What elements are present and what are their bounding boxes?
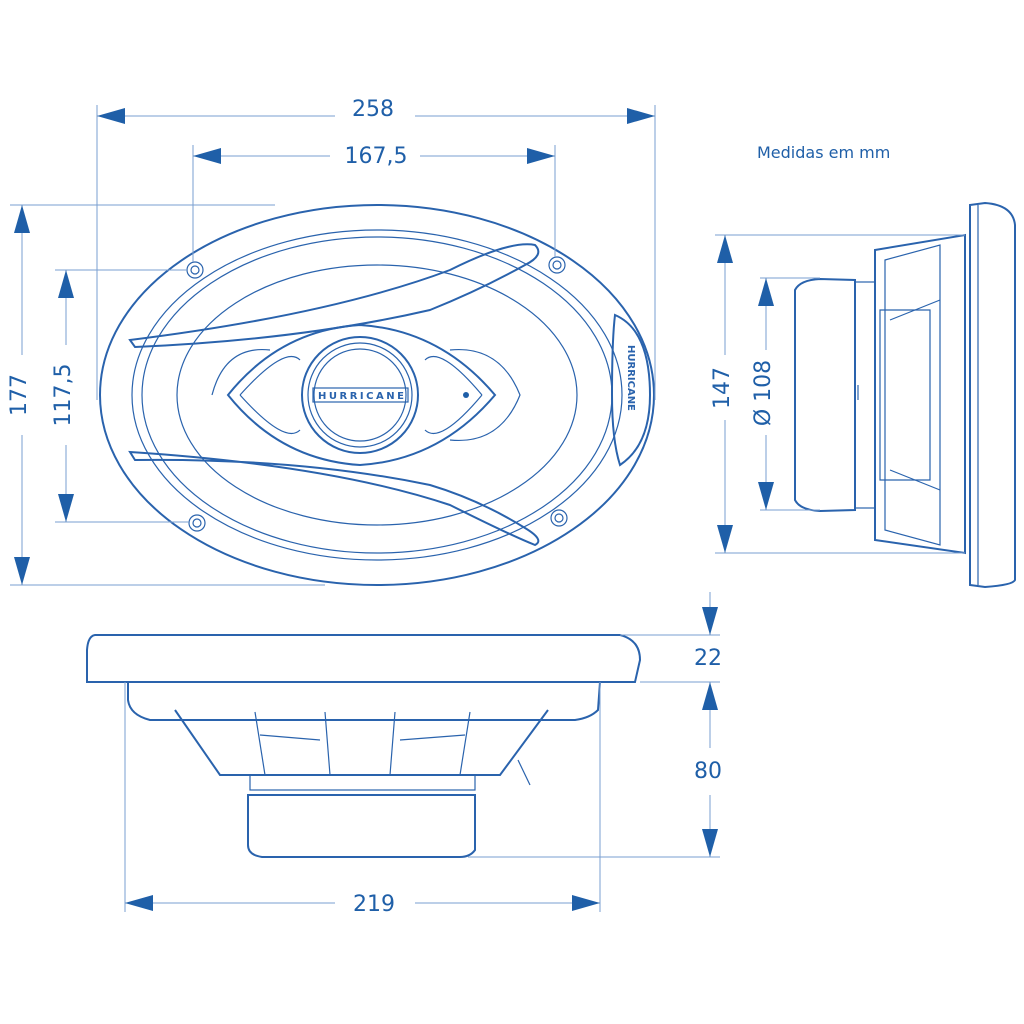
dim-side-height: 147: [710, 367, 735, 409]
side-brand-logo: HURRICANE: [625, 345, 636, 411]
bottom-view: [86, 634, 642, 858]
screw-hole: [548, 256, 566, 274]
dim-hole-spacing-height: 117,5: [51, 364, 76, 427]
screw-hole: [186, 261, 204, 279]
dimension-lines: 258 167,5 177 117,5 147 Ø 108 22 80: [7, 97, 965, 917]
dim-overall-height: 177: [7, 374, 32, 416]
side-view: [794, 201, 1016, 589]
dim-hole-spacing-width: 167,5: [345, 144, 408, 169]
dim-magnet-diameter: Ø 108: [751, 360, 776, 426]
dim-basket-width: 219: [353, 892, 395, 917]
front-view: HURRICANE HURRICANE: [99, 204, 655, 586]
grille-bar-top: [128, 243, 540, 349]
dim-overall-width: 258: [352, 97, 394, 122]
center-brand-logo: HURRICANE: [318, 391, 404, 402]
screw-hole: [188, 514, 206, 532]
units-note: Medidas em mm: [757, 143, 890, 162]
dim-flange-depth: 22: [694, 646, 722, 671]
screw-hole: [550, 509, 568, 527]
grille-bar-bottom: [128, 450, 540, 547]
dim-mount-depth: 80: [694, 759, 722, 784]
